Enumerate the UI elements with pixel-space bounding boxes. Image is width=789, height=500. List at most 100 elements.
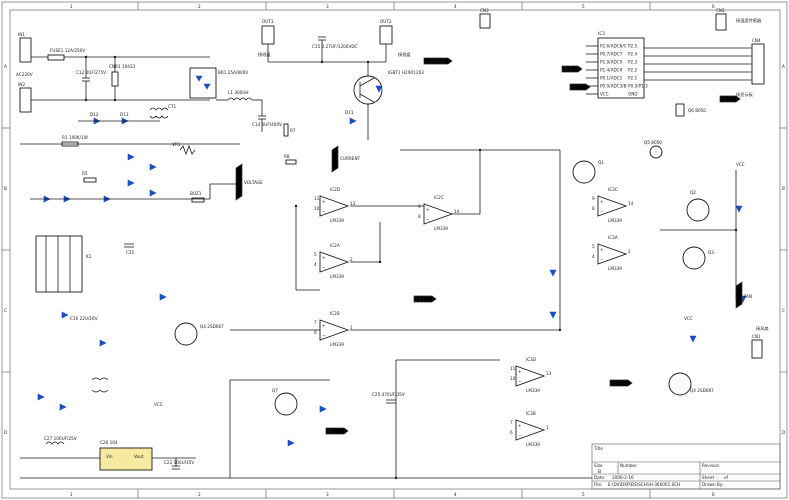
ic1-pin-label: P1.0/ADC0 xyxy=(600,60,623,65)
comparator-ref-label: IC2C xyxy=(434,195,444,200)
ic1-pin-label: P2.4 xyxy=(628,52,638,57)
comparator-minus-sign: − xyxy=(518,433,522,438)
opamp-group: IC2DLM339+−111013IC2CLM339+−9814IC2ALM33… xyxy=(314,187,634,447)
resistor-r8 xyxy=(285,159,297,165)
ic1-pin-label: P2.3 xyxy=(628,60,638,65)
transistor-q2 xyxy=(686,198,710,222)
comparator-ic3c xyxy=(597,195,628,217)
comparator-plus-sign: + xyxy=(518,423,522,428)
ic1-pin-label: P2.1 xyxy=(628,76,638,81)
connector-cn4 xyxy=(751,43,765,85)
comparator-minus-sign: − xyxy=(322,265,326,270)
comparator-pin-number: 7 xyxy=(314,320,317,325)
net-flag-current xyxy=(423,57,453,65)
connector-cn2 xyxy=(715,13,727,31)
date-value: 2006-2-16 xyxy=(612,475,634,480)
revision-caption: Revision xyxy=(702,463,720,468)
comparator-pin-number: 4 xyxy=(314,262,317,267)
comparator-part-label: LM339 xyxy=(526,388,540,393)
net-flag-p0-1-label: P0.1 xyxy=(416,297,426,302)
mcu-ic1: IC1 P2.6/ADC6/CP0.7/ADC7P1.0/ADC0P1.4/AD… xyxy=(479,8,765,159)
connector-out1 xyxy=(261,25,275,45)
r30-label: BUZ1 xyxy=(190,191,202,196)
c12-label: C12 2UF/275V xyxy=(76,70,106,75)
zd1-label: C30 22U/16V xyxy=(70,316,98,321)
date-caption: Date: xyxy=(594,475,605,480)
net-flag-p0-4-label: P0.4 xyxy=(328,429,338,434)
comparator-part-label: LM339 xyxy=(608,218,622,223)
column-label: 5 xyxy=(582,4,585,9)
l1-label: L1 300UH xyxy=(228,90,249,95)
column-label: 2 xyxy=(198,492,201,497)
row-label: D xyxy=(782,430,785,435)
comparator-plus-sign: + xyxy=(322,323,326,328)
out1-label: OUT1 xyxy=(262,19,274,24)
row-ruler: A B C D A B C D xyxy=(2,64,787,435)
ic1-pin-label: P2.2 xyxy=(628,68,638,73)
comparator-minus-sign: − xyxy=(322,333,326,338)
net-flag-fan-label: FAN xyxy=(744,294,752,299)
ic1-pin-label: P2.6/ADC6/C xyxy=(600,44,627,49)
connector-cn1 xyxy=(751,339,763,359)
igbt-section: OUT1 接线盘 OUT2 接线盘 C15 0.27UF/1200VDC IGB… xyxy=(258,19,453,165)
comparator-pin-number: 5 xyxy=(592,244,595,249)
cn2-label: CN2 xyxy=(716,8,725,13)
comparator-pin-number: 1 xyxy=(350,325,353,330)
vcc-label: VCC xyxy=(154,402,163,407)
net-flag-voltage xyxy=(235,163,243,201)
cn1-label: CN1 xyxy=(752,334,761,339)
resistor-r7 xyxy=(283,123,289,137)
column-label: 4 xyxy=(454,492,457,497)
comparator-minus-sign: − xyxy=(518,379,522,384)
q1-label: Q1 xyxy=(598,160,604,165)
vcc-label-2: VCC xyxy=(736,162,745,167)
crystal-xl1 xyxy=(675,103,685,117)
comparator-ref-label: IC2A xyxy=(330,243,340,248)
fuse xyxy=(47,54,65,61)
igbt-label: IGBT1 H20R1203 xyxy=(388,70,424,75)
right-mid-section: Q1 Q2 Q3 Q4 2SD667 FAN 接风扇 CN1 VCC VCC xyxy=(549,160,769,396)
comparator-pin-number: 6 xyxy=(510,430,513,435)
comparator-plus-sign: + xyxy=(600,247,604,252)
comparator-pin-number: 9 xyxy=(418,204,421,209)
drawn-caption: Drawn By: xyxy=(702,482,723,487)
comparator-plus-sign: + xyxy=(322,199,326,204)
r5-label: R5 xyxy=(82,171,88,176)
column-label: 3 xyxy=(326,4,329,9)
t1-winding xyxy=(91,377,109,381)
vr1-label: VR1 xyxy=(172,142,181,147)
d13-label: D13 xyxy=(120,112,129,117)
transistor-q5 xyxy=(174,322,198,346)
connector-in2 xyxy=(19,87,32,113)
sheet-value: of xyxy=(724,475,729,480)
ic1-pin-label: VCC xyxy=(600,92,609,97)
u1-label: C26 104 xyxy=(100,440,118,445)
title-caption: Title xyxy=(593,446,603,451)
comparator-plus-sign: + xyxy=(518,369,522,374)
q7-label: Q7 xyxy=(272,388,278,393)
c14-label: C14 5UF/400V xyxy=(252,122,282,127)
column-ruler: 1 2 3 4 5 6 1 2 3 4 5 6 xyxy=(70,2,715,498)
comparator-pin-number: 13 xyxy=(350,201,356,206)
ct1-winding xyxy=(149,107,169,111)
comparator-pin-number: 9 xyxy=(592,196,595,201)
comparator-ic3b xyxy=(515,419,546,441)
comparator-ic3d xyxy=(515,365,546,387)
drawing-area xyxy=(9,9,781,490)
comparator-minus-sign: − xyxy=(600,209,604,214)
cnr1-label: CNR1 10423 xyxy=(109,64,136,69)
comparator-pin-number: 11 xyxy=(314,196,320,201)
u1-vin-label: Vin xyxy=(106,454,113,459)
comparator-pin-number: 2 xyxy=(628,249,631,254)
varistor-cnr1 xyxy=(111,71,119,87)
to-coil-note: 接线盘 xyxy=(258,51,271,58)
comparator-pin-number: 13 xyxy=(546,371,552,376)
net-flag-p2 xyxy=(561,65,583,73)
left-mid-section: R1 100K/1W R5 BUZ1 VR1 K1 C21 xyxy=(20,135,240,293)
net-flag-p0-3-label: P0.3 xyxy=(612,381,622,386)
row-label: D xyxy=(4,430,7,435)
q5-label: Q4 2SD667 xyxy=(200,324,224,329)
br1-label: BR1 25A/800V xyxy=(218,70,248,75)
l2-inductor xyxy=(45,441,65,445)
